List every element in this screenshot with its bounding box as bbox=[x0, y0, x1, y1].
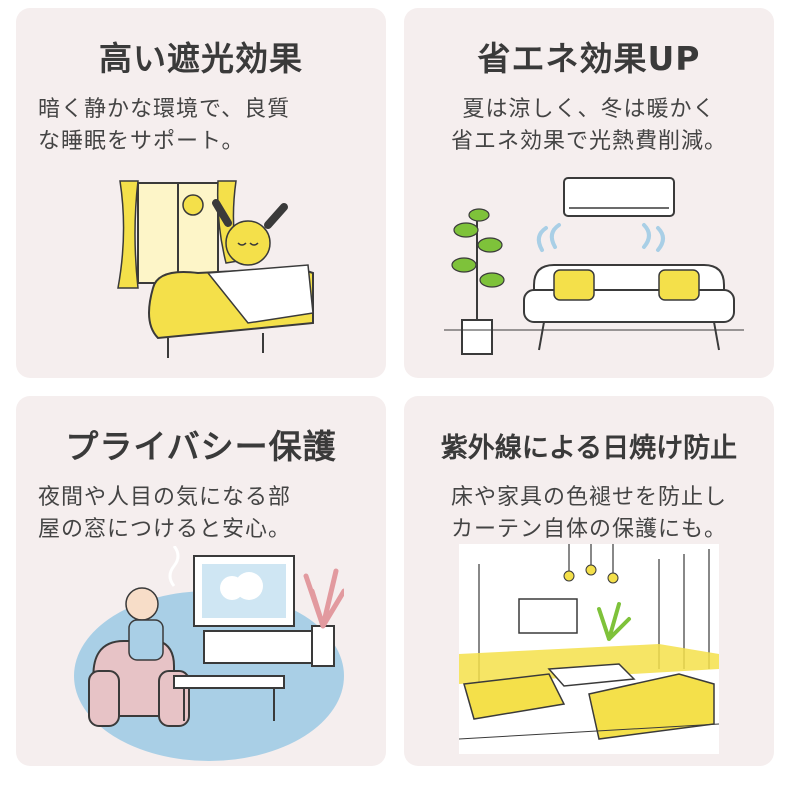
description-line: 床や家具の色褪せを防止し bbox=[450, 485, 727, 510]
aircon-sofa-illustration-icon bbox=[444, 177, 744, 355]
feature-card-privacy: プライバシー保護 夜間や人目の気になる部 屋の窓につけると安心。 bbox=[16, 396, 386, 766]
card-title: プライバシー保護 bbox=[65, 427, 337, 466]
description-line: 暗く静かな環境で、良質 bbox=[38, 97, 291, 122]
card-title: 省エネ効果UP bbox=[477, 39, 701, 78]
card-description: 夜間や人目の気になる部 屋の窓につけると安心。 bbox=[38, 482, 376, 546]
feature-card-blackout: 高い遮光効果 暗く静かな環境で、良質 な睡眠をサポート。 bbox=[16, 8, 386, 378]
description-line: 省エネ効果で光熱費削減。 bbox=[450, 129, 727, 154]
tv-armchair-illustration-icon bbox=[74, 546, 344, 761]
description-line: 屋の窓につけると安心。 bbox=[38, 517, 292, 542]
card-description: 夏は涼しく、冬は暖かく 省エネ効果で光熱費削減。 bbox=[414, 94, 764, 158]
card-description: 床や家具の色褪せを防止し カーテン自体の保護にも。 bbox=[414, 482, 764, 546]
card-title: 高い遮光効果 bbox=[99, 39, 303, 78]
living-room-illustration-icon bbox=[459, 544, 719, 754]
description-line: 夏は涼しく、冬は暖かく bbox=[462, 97, 716, 122]
card-title: 紫外線による日焼け防止 bbox=[440, 433, 738, 464]
bed-sun-illustration-icon bbox=[117, 180, 314, 358]
description-line: な睡眠をサポート。 bbox=[38, 129, 245, 154]
card-description: 暗く静かな環境で、良質 な睡眠をサポート。 bbox=[38, 94, 376, 158]
feature-card-uv-protection: 紫外線による日焼け防止 床や家具の色褪せを防止し カーテン自体の保護にも。 bbox=[404, 396, 774, 766]
feature-card-energy-saving: 省エネ効果UP 夏は涼しく、冬は暖かく 省エネ効果で光熱費削減。 bbox=[404, 8, 774, 378]
description-line: カーテン自体の保護にも。 bbox=[450, 517, 727, 542]
description-line: 夜間や人目の気になる部 bbox=[38, 485, 292, 510]
